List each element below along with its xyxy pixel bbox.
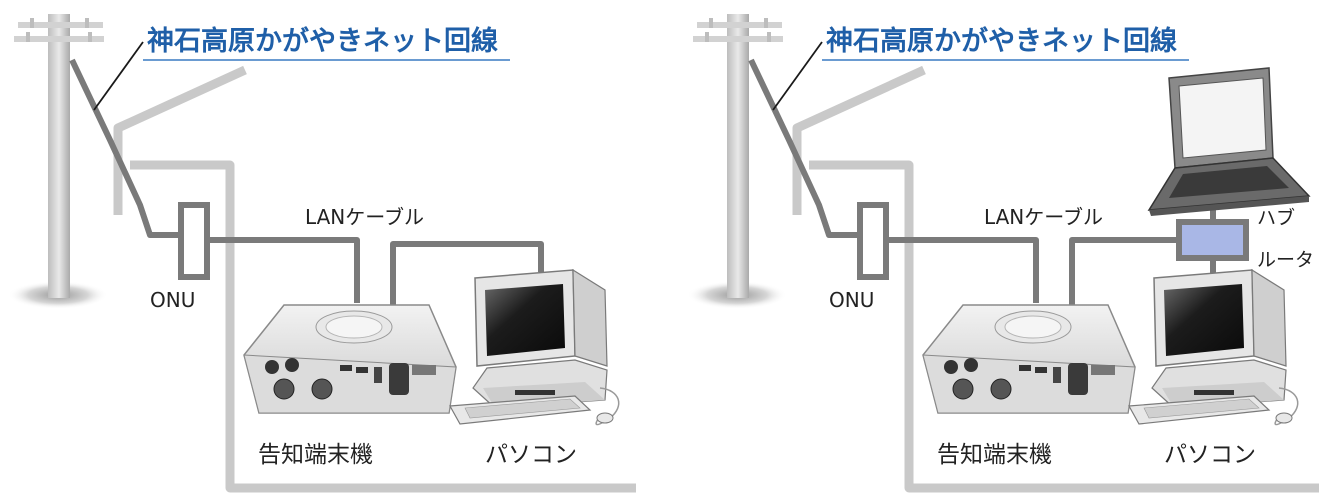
lan-cable-pc [390, 241, 544, 305]
utility-pole-icon [8, 14, 108, 309]
onu-label: ONU [829, 288, 874, 312]
onu-box-icon [178, 202, 210, 280]
left-diagram: 神石高原かがやきネット回線 LANケーブル ONU 告知端末機 パソコン [8, 14, 636, 493]
title-leader-line [93, 41, 144, 111]
onu-label: ONU [150, 288, 195, 312]
router-label: ルータ [1257, 249, 1314, 271]
right-diagram: 神石高原かがやきネット回線 LANケーブル ONU ハブ ルータ 告知端末機 パ… [687, 14, 1319, 493]
drop-cable-line [69, 58, 180, 238]
pc-label: パソコン [485, 442, 577, 468]
drop-cable-line [748, 58, 859, 238]
house-roof-line [113, 65, 247, 215]
laptop-icon [1148, 67, 1310, 217]
onu-box-icon [857, 202, 889, 280]
hub-label: ハブ [1257, 206, 1295, 229]
lan-cable-terminal [208, 237, 360, 303]
desktop-computer-icon [1128, 269, 1299, 426]
hub-router-icon [1176, 219, 1249, 261]
network-title: 神石高原かがやきネット回線 [826, 25, 1177, 57]
terminal-label: 告知端末機 [937, 442, 1052, 468]
lan-cable-hub [1069, 237, 1179, 305]
title-leader-line [772, 41, 823, 111]
house-wall-line [130, 160, 636, 493]
announcement-terminal-icon [243, 304, 457, 414]
utility-pole-icon [687, 14, 787, 309]
cable-label: LANケーブル [984, 205, 1103, 229]
cable-label: LANケーブル [305, 205, 424, 229]
network-title: 神石高原かがやきネット回線 [147, 25, 498, 57]
terminal-label: 告知端末機 [258, 442, 373, 468]
house-roof-line [792, 65, 926, 215]
announcement-terminal-icon [922, 304, 1136, 414]
desktop-computer-icon [449, 269, 620, 426]
lan-cable-terminal [887, 237, 1039, 303]
pc-label: パソコン [1164, 442, 1256, 468]
house-wall-line [809, 160, 1319, 493]
